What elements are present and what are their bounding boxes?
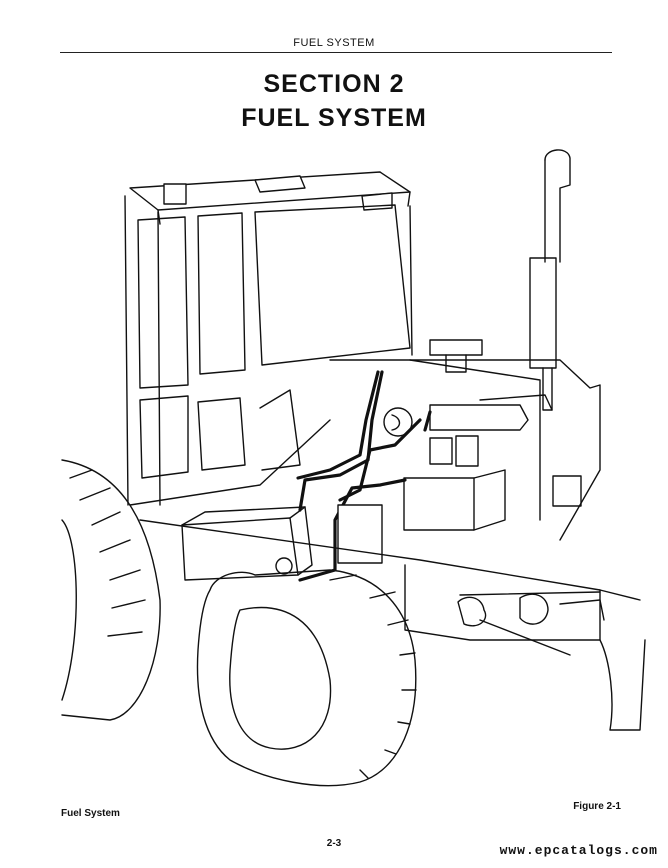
front-wheel [196, 569, 417, 787]
front-chassis [139, 519, 641, 656]
page-number: 2-3 [326, 838, 342, 849]
figure-number: Figure 2-1 [573, 801, 621, 812]
exhaust-stack [529, 149, 571, 411]
running-header: FUEL SYSTEM [293, 37, 375, 49]
fuel-tank [181, 504, 383, 581]
tractor-hood [329, 339, 601, 541]
watermark-text: www.epcatalogs.com [499, 843, 658, 858]
cab-roof [129, 171, 411, 225]
header-rule [60, 52, 612, 53]
rear-wheel [61, 459, 161, 721]
section-name-title: FUEL SYSTEM [241, 104, 427, 132]
section-number-title: SECTION 2 [263, 70, 405, 98]
tractor-fuel-system-icon [61, 149, 646, 787]
tractor-cab [124, 195, 413, 506]
fuel-lines [296, 370, 432, 582]
figure-caption: Fuel System [61, 808, 120, 819]
fuel-injection-components [383, 394, 553, 531]
right-wheel [599, 639, 646, 731]
